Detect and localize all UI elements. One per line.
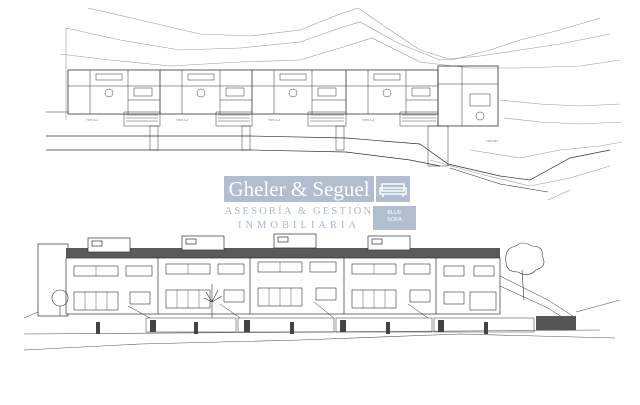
floor-plan — [46, 65, 611, 193]
tree-right — [505, 242, 545, 301]
watermark-badge: BLUE SOFA — [373, 206, 416, 230]
tree-middle — [203, 284, 223, 318]
watermark-title: Gheler & Seguel — [224, 176, 374, 202]
unit-label-2: TIPO A-2 — [176, 118, 189, 122]
unit-label-4: TIPO A-4 — [362, 118, 375, 122]
topography-contours — [59, 7, 623, 201]
tree-left — [51, 289, 69, 316]
unit-label-3: TIPO A-3 — [268, 118, 281, 122]
unit-label-1: TIPO A-1 — [86, 118, 99, 122]
watermark-subtitle-line1: ASESORÍA & GESTIÓN — [224, 206, 374, 217]
unit-label-5: TIPO B-1 — [486, 139, 499, 143]
elevation — [37, 233, 577, 334]
watermark-subtitle-line2: INMOBILIARIA — [237, 220, 361, 231]
badge-line2: SOFA — [387, 217, 402, 223]
sofa-icon — [376, 176, 410, 202]
badge-line1: BLUE — [387, 210, 402, 216]
